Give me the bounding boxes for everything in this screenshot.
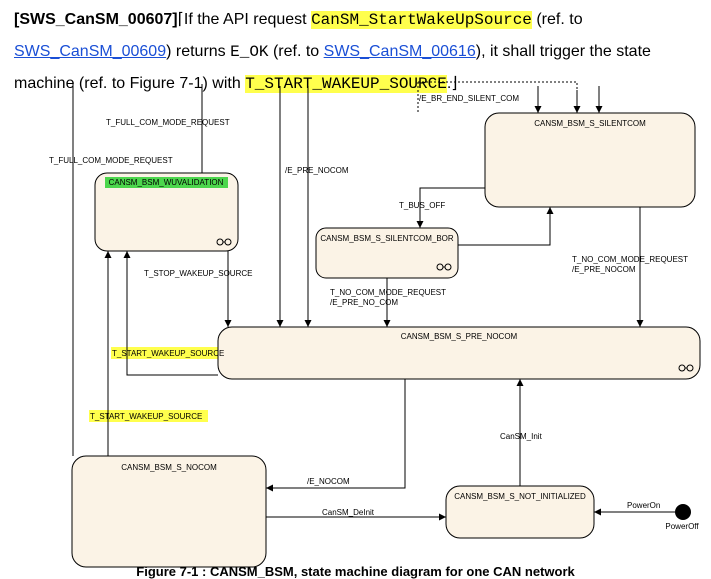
label-no-com-request-2: T_NO_COM_MODE_REQUEST bbox=[572, 255, 688, 264]
state-silentcom[interactable]: CANSM_BSM_S_SILENTCOM bbox=[484, 112, 696, 208]
power-off-pseudostate: PowerOff bbox=[665, 504, 699, 531]
transition-br-end-silent-com-dashed bbox=[417, 81, 578, 113]
state-title: CANSM_BSM_S_NOCOM bbox=[121, 463, 217, 472]
label-no-com-request-1: T_NO_COM_MODE_REQUEST bbox=[330, 288, 446, 297]
state-nocom[interactable]: CANSM_BSM_S_NOCOM bbox=[71, 455, 267, 568]
label-e-pre-nocom-2: /E_PRE_NOCOM bbox=[572, 265, 636, 274]
label-start-wakeup-source-2: T_START_WAKEUP_SOURCE bbox=[90, 412, 202, 421]
label-bus-off: T_BUS_OFF bbox=[399, 201, 445, 210]
label-e-nocom: /E_NOCOM bbox=[307, 477, 350, 486]
state-wuvalidation[interactable]: CANSM_BSM_WUVALIDATION bbox=[94, 172, 239, 252]
label-cansm-init: CanSM_Init bbox=[500, 432, 543, 441]
link-sws-cansm-00616[interactable]: SWS_CanSM_00616 bbox=[323, 43, 476, 60]
highlight-start-wakeup-1 bbox=[111, 347, 228, 359]
label-stop-wakeup-source: T_STOP_WAKEUP_SOURCE bbox=[144, 269, 252, 278]
power-on-label: PowerOn bbox=[627, 501, 660, 510]
requirement-text: (ref. to bbox=[268, 43, 324, 60]
state-pre-nocom[interactable]: CANSM_BSM_S_PRE_NOCOM bbox=[217, 326, 701, 380]
requirement-text: ) returns bbox=[166, 43, 231, 60]
requirement-id: [SWS_CanSM_00607] bbox=[14, 11, 178, 28]
transition-start-wakeup-from-pre-nocom bbox=[123, 251, 218, 376]
label-e-br-end-silent-com: /E_BR_END_SILENT_COM bbox=[419, 94, 519, 103]
requirement-open-mark: ⌈ bbox=[177, 11, 184, 28]
figure-caption: Figure 7-1 : CANSM_BSM, state machine di… bbox=[136, 564, 575, 579]
state-silentcom-bor[interactable]: CANSM_BSM_S_SILENTCOM_BOR bbox=[315, 227, 459, 279]
trigger-event: T_START_WAKEUP_SOURCE bbox=[245, 75, 447, 93]
label-e-pre-nocom-1: /E_PRE_NOCOM bbox=[285, 166, 349, 175]
wuvalidation-title-bg bbox=[105, 177, 228, 188]
submachine-icon bbox=[216, 238, 232, 246]
submachine-icon bbox=[436, 263, 452, 271]
label-full-com-request-2: T_FULL_COM_MODE_REQUEST bbox=[49, 156, 173, 165]
api-name: CanSM_StartWakeUpSource bbox=[311, 11, 532, 29]
transition-e-nocom bbox=[266, 379, 406, 492]
transition-bor-to-silentcom bbox=[458, 207, 554, 246]
power-off-label: PowerOff bbox=[665, 522, 699, 531]
state-title: CANSM_BSM_S_SILENTCOM_BOR bbox=[320, 234, 454, 243]
transition-bus-off bbox=[416, 187, 485, 228]
requirement-text: . bbox=[446, 75, 452, 92]
submachine-icon bbox=[678, 364, 694, 372]
label-full-com-request-1: T_FULL_COM_MODE_REQUEST bbox=[106, 118, 230, 127]
state-title: CANSM_BSM_WUVALIDATION bbox=[109, 178, 224, 187]
link-sws-cansm-00609[interactable]: SWS_CanSM_00609 bbox=[14, 43, 167, 60]
state-title: CANSM_BSM_S_NOT_INITIALIZED bbox=[454, 492, 586, 501]
highlight-start-wakeup-2 bbox=[89, 410, 208, 422]
label-cansm-deinit: CanSM_DeInit bbox=[322, 508, 375, 517]
label-e-pre-no-com: /E_PRE_NO_COM bbox=[330, 298, 398, 307]
requirement-close-mark: ⌋ bbox=[451, 75, 458, 92]
requirement-paragraph: [SWS_CanSM_00607]⌈If the API request Can… bbox=[14, 4, 704, 100]
state-title: CANSM_BSM_S_PRE_NOCOM bbox=[401, 332, 518, 341]
state-title: CANSM_BSM_S_SILENTCOM bbox=[534, 119, 646, 128]
return-value: E_OK bbox=[230, 43, 269, 61]
requirement-text: If the API request bbox=[183, 11, 312, 28]
requirement-text: ), it shall trigger the state machine (r… bbox=[14, 43, 651, 92]
label-start-wakeup-source-1: T_START_WAKEUP_SOURCE bbox=[112, 349, 224, 358]
state-not-initialized[interactable]: CANSM_BSM_S_NOT_INITIALIZED bbox=[445, 485, 595, 539]
requirement-text: (ref. to bbox=[531, 11, 583, 28]
